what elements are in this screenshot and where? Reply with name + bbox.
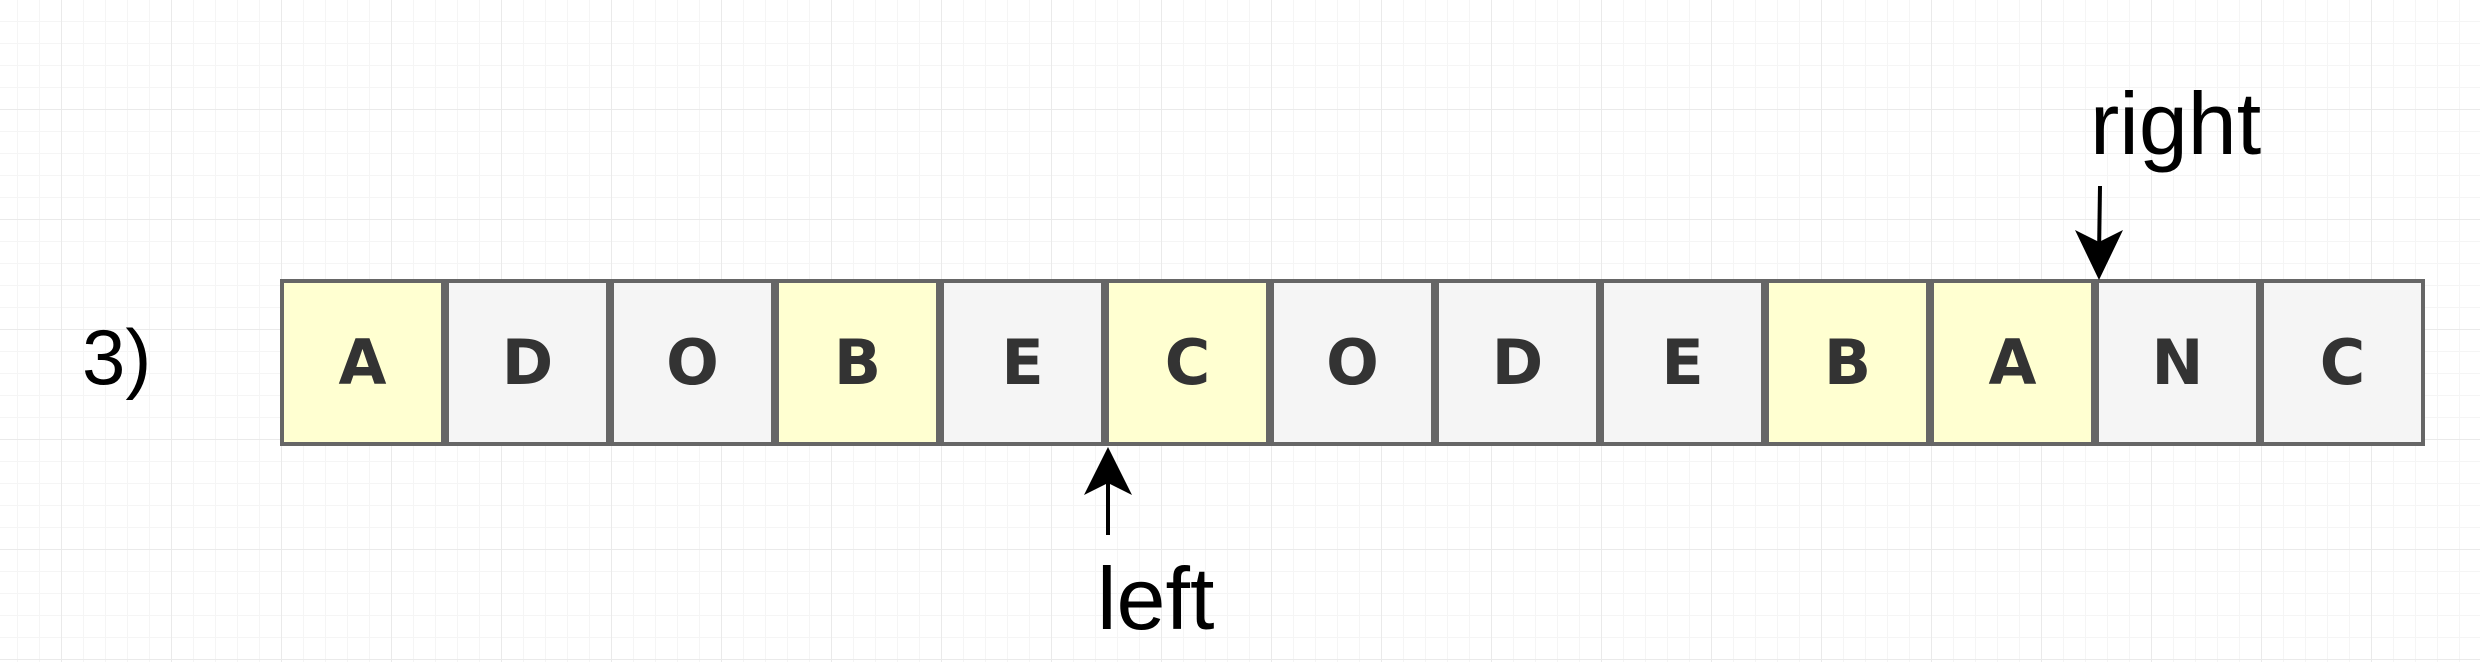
array-cell-10: A [1930,279,2095,446]
left-pointer-arrow [1084,447,1132,535]
array-cell-7: D [1435,279,1600,446]
array-cell-5: C [1105,279,1270,446]
array-cell-8: E [1600,279,1765,446]
right-pointer-label: right [2090,74,2262,173]
array-cell-12: C [2260,279,2425,446]
left-pointer-label: left [1097,549,1215,648]
array-cell-3: B [775,279,940,446]
right-pointer-arrow [2075,185,2123,280]
array-cell-4: E [940,279,1105,446]
array-cell-1: D [445,279,610,446]
array-cell-0: A [280,279,445,446]
step-number-label: 3) [82,313,152,401]
array-cell-6: O [1270,279,1435,446]
array-cell-2: O [610,279,775,446]
array-cell-11: N [2095,279,2260,446]
array-cell-9: B [1765,279,1930,446]
